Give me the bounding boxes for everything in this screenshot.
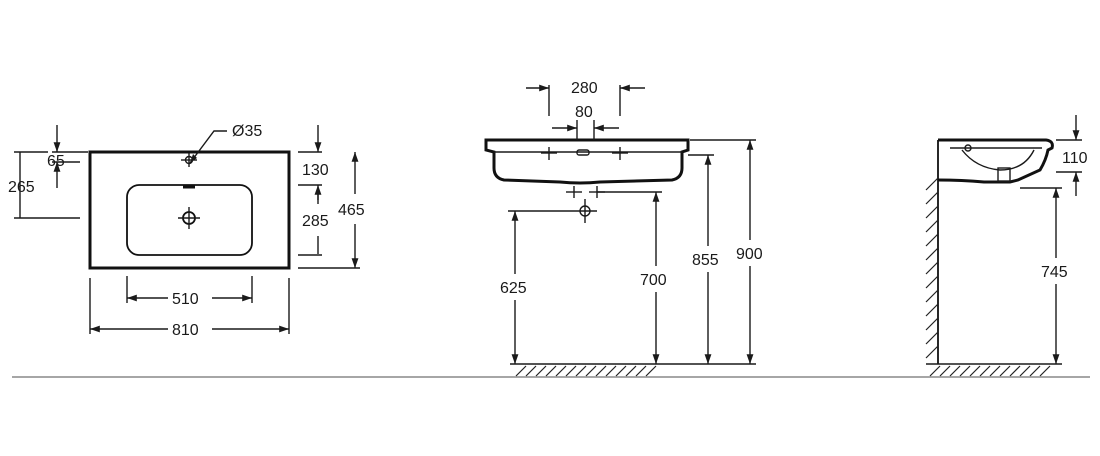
overall-width-label: 810	[172, 322, 199, 339]
hole-spacing-inner-label: 80	[575, 104, 593, 121]
side-view: 110 745	[925, 115, 1088, 377]
bowl-curve	[961, 149, 1035, 171]
basin-outline	[88, 150, 291, 270]
front-margin-label: 130	[302, 162, 329, 179]
overall-depth-label: 465	[338, 202, 365, 219]
tap-hole-left-icon	[541, 147, 557, 160]
tap-hole-right-icon	[612, 147, 628, 160]
siphon-icon	[573, 199, 597, 223]
overflow-hole-icon	[964, 144, 972, 152]
bowl-outline	[126, 184, 253, 256]
overflow-icon	[576, 149, 590, 156]
hole-diameter-label: Ø35	[232, 123, 262, 140]
basin-side-profile	[937, 138, 1054, 184]
rim-height-label: 900	[736, 246, 763, 263]
drain-side-icon	[997, 167, 1011, 182]
hole-spacing-outer-label: 280	[571, 80, 598, 97]
bowl-width-label: 510	[172, 291, 199, 308]
wall-hatch	[925, 177, 939, 359]
basin-front-profile	[484, 138, 690, 185]
floor-hatch	[515, 365, 657, 377]
bowl-bottom-height-label: 855	[692, 252, 719, 269]
plan-view: Ø35 65 265 130 285 465 510	[8, 123, 365, 339]
front-view: 280 80 625 700 855	[484, 80, 763, 377]
rim-thickness-label: 110	[1062, 150, 1088, 167]
side-bottom-height-label: 745	[1041, 264, 1068, 281]
drain-height-label: 700	[640, 272, 667, 289]
bowl-depth-label: 285	[302, 213, 329, 230]
floor-side-hatch	[929, 365, 1051, 377]
drain-offset-label: 265	[8, 179, 35, 196]
siphon-height-label: 625	[500, 280, 527, 297]
tap-offset-label: 65	[47, 153, 65, 170]
